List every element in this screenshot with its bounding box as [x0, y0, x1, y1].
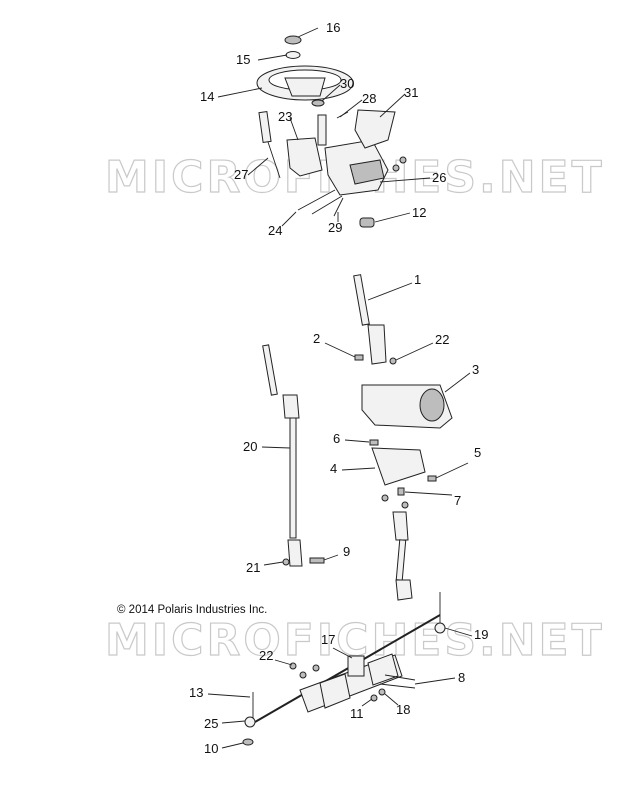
long-shaft-u-joint [282, 394, 300, 419]
leader-lines [207, 27, 473, 749]
callout-23: 23 [278, 109, 292, 124]
bolt-9 [309, 557, 325, 564]
intermediate-shaft [395, 539, 407, 581]
callout-19: 19 [474, 627, 488, 642]
callout-13: 13 [189, 685, 203, 700]
callout-18: 18 [396, 702, 410, 717]
callout-1: 1 [414, 272, 421, 287]
rack-boot-right [367, 653, 399, 686]
long-bolt-24 [297, 189, 336, 211]
nut-22-lower-c [312, 664, 320, 672]
steering-rack-assembly [242, 592, 446, 746]
gearbox-cover [419, 388, 445, 422]
copyright-notice: © 2014 Polaris Industries Inc. [117, 604, 267, 616]
callout-26: 26 [432, 170, 446, 185]
callout-11: 11 [350, 706, 364, 721]
washer-7b [401, 501, 409, 509]
callout-4: 4 [330, 461, 337, 476]
washer-7a [381, 494, 389, 502]
callout-2: 2 [313, 331, 320, 346]
callout-labels: 16 15 14 30 28 31 23 27 26 12 24 29 1 2 … [117, 20, 488, 756]
lower-u-joint-top [392, 511, 409, 541]
callout-22-mid: 22 [435, 332, 449, 347]
callout-8: 8 [458, 670, 465, 685]
nut-21 [282, 558, 290, 566]
lower-u-joint-bottom [395, 579, 413, 601]
callout-10: 10 [204, 741, 218, 756]
callout-22-lower: 22 [259, 648, 273, 663]
long-shaft-lower-joint [287, 539, 303, 567]
long-shaft-upper [262, 344, 278, 396]
steering-wheel-hub [284, 77, 326, 97]
callout-27: 27 [234, 167, 248, 182]
callout-16: 16 [326, 20, 340, 35]
bolt-7 [397, 487, 405, 496]
upper-u-joint [367, 324, 387, 365]
tie-rod-end-right [434, 622, 446, 634]
callout-28: 28 [362, 91, 376, 106]
gearbox-bracket [371, 447, 426, 486]
callout-7: 7 [454, 493, 461, 508]
upper-column-shaft [317, 114, 327, 146]
nut-10 [242, 738, 254, 746]
spacer-29 [333, 197, 344, 217]
tilt-strut-body [258, 111, 272, 143]
bolt-2 [354, 354, 364, 361]
callout-17: 17 [321, 632, 335, 647]
callout-21: 21 [246, 560, 260, 575]
long-shaft-tube [289, 417, 297, 539]
wheel-nut [285, 51, 301, 59]
tilt-housing-plate [349, 159, 385, 185]
column-bearing [311, 99, 325, 107]
callout-30: 30 [340, 76, 354, 91]
callout-25: 25 [204, 716, 218, 731]
nut-11 [370, 694, 378, 702]
nut-small-b [392, 164, 400, 172]
washer-18 [378, 688, 386, 696]
callout-3: 3 [472, 362, 479, 377]
nut-small-a [399, 156, 407, 164]
callout-12: 12 [412, 205, 426, 220]
steering-wheel-assembly [256, 35, 407, 228]
bolt-8a [384, 674, 416, 681]
bolt-6 [369, 439, 379, 446]
upper-steering-shaft [353, 274, 370, 326]
callout-15: 15 [236, 52, 250, 67]
bolt-5 [427, 475, 437, 482]
long-bolt-24b [311, 195, 343, 215]
callout-9: 9 [343, 544, 350, 559]
tie-rod-end-left [244, 716, 256, 728]
callout-14: 14 [200, 89, 214, 104]
callout-29: 29 [328, 220, 342, 235]
callout-20: 20 [243, 439, 257, 454]
nut-22-lower-a [289, 662, 297, 670]
pinion-housing [347, 655, 365, 677]
callout-24: 24 [268, 223, 282, 238]
column-cover [354, 109, 396, 149]
steering-shaft-assembly [262, 274, 453, 601]
bolt-8b [379, 683, 416, 689]
rack-boot-left [319, 673, 351, 709]
callout-5: 5 [474, 445, 481, 460]
callout-6: 6 [333, 431, 340, 446]
callout-31: 31 [404, 85, 418, 100]
column-bushing [359, 217, 375, 228]
nut-22-mid [389, 357, 397, 365]
wheel-cap [284, 35, 302, 45]
tilt-strut-rod [267, 141, 281, 179]
nut-22-lower-b [299, 671, 307, 679]
column-bracket [286, 137, 323, 177]
